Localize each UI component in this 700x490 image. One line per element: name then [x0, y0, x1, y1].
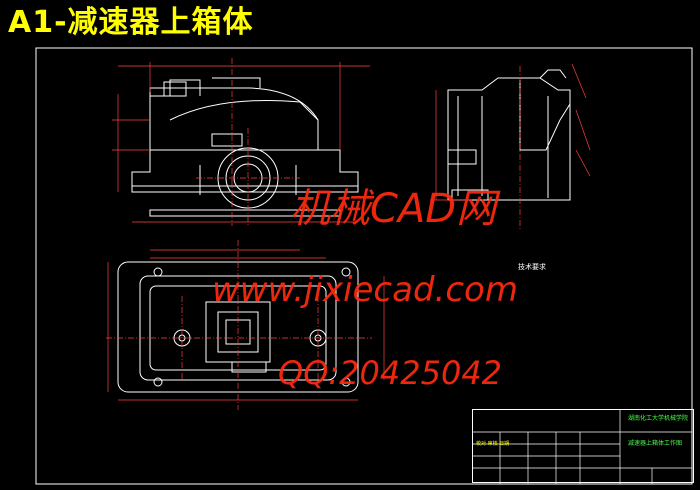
- drawing-border: [35, 47, 693, 485]
- side-view-dims: [430, 63, 591, 230]
- watermark-site-cn: 机械CAD网: [290, 186, 497, 232]
- tech-req-heading: 技术要求: [518, 263, 546, 271]
- title-block-school: 湖南化工大学机械学院: [628, 415, 689, 422]
- technical-requirements: 技术要求: [452, 262, 612, 275]
- title-block-grid: [472, 409, 692, 484]
- drawing-title: A1-减速器上箱体: [8, 5, 254, 40]
- title-block-drawing-name: 减速器上箱体工作图: [628, 440, 683, 447]
- watermark-url: www.jixiecad.com: [212, 270, 518, 310]
- top-view-dims: [106, 240, 385, 410]
- title-block-left-rows: 校对 审核 日期: [476, 441, 510, 447]
- watermark-qq: QQ:20425042: [278, 354, 503, 392]
- title-block: 湖南化工大学机械学院 减速器上箱体工作图 校对 审核 日期: [472, 409, 694, 483]
- front-view-dims: [112, 58, 370, 226]
